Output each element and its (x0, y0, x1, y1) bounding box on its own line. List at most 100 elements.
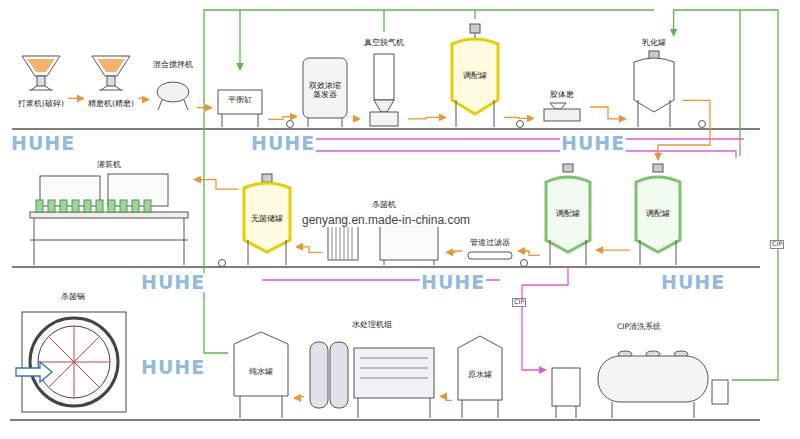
crusher-funnel (31, 86, 37, 90)
blending-tank (452, 39, 498, 114)
deaerator (374, 54, 394, 100)
crusher-funnel (27, 59, 55, 72)
equipment-label: 精磨机(精磨) (87, 99, 135, 108)
blending-tank (676, 240, 677, 265)
equipment-label: 真空脱气机 (363, 38, 405, 47)
ground-line (12, 128, 760, 130)
blending-tank (640, 240, 641, 265)
refiner-funnel (92, 56, 130, 90)
pipe-filter: 管道过滤器 (462, 236, 518, 266)
water-treatment-unit (310, 342, 328, 408)
flow-pipe (68, 98, 84, 99)
blending-tank: 调配罐 (630, 160, 686, 266)
filling-machine (184, 218, 185, 265)
refiner-funnel: 精磨机(精磨) (84, 52, 138, 110)
retort: 杀菌锅 (14, 290, 132, 422)
water-treatment-unit (430, 398, 431, 418)
balance-tank (222, 114, 223, 127)
colloid-mill (544, 109, 580, 121)
retort (16, 312, 126, 412)
blending-tank (546, 164, 590, 265)
mixing-drum (158, 100, 162, 110)
filling-machine (120, 200, 127, 212)
equipment-label: 无菌储罐 (250, 214, 284, 223)
filling-machine (84, 200, 91, 212)
aseptic-tank: 无菌储罐 (238, 170, 296, 266)
flow-pipe (296, 247, 322, 253)
raw-water-tank (458, 336, 502, 400)
watermark: HUHE (140, 358, 206, 377)
watermark: HUHE (660, 273, 726, 292)
mixing-drum (157, 82, 189, 110)
blending-tank (563, 164, 573, 172)
flow-pipe (294, 396, 304, 398)
flow-pipe (658, 100, 710, 160)
blending-tank (494, 100, 495, 127)
crusher-funnel: 打浆机(破碎) (14, 52, 68, 110)
mixing-drum (157, 82, 189, 102)
blending-tank: 调配罐 (540, 160, 596, 266)
filling-machine (60, 200, 67, 212)
equipment-label: 双效浓缩 蒸发器 (299, 81, 351, 99)
emulsifying-tank (638, 100, 639, 127)
filling-machine (30, 212, 188, 218)
flow-pipe (268, 117, 297, 120)
refiner-funnel (115, 86, 121, 90)
cip-tag: CIP (512, 298, 526, 307)
filling-machine (34, 218, 35, 265)
blending-tank (470, 24, 480, 33)
aseptic-tank (244, 183, 290, 252)
cip-system (612, 402, 613, 418)
flow-pipe (504, 117, 534, 118)
water-treatment-unit (330, 342, 348, 408)
emulsifying-tank (634, 51, 674, 127)
equipment-label: 调配罐 (462, 71, 488, 80)
deaerator (370, 54, 398, 126)
balance-tank (258, 114, 259, 127)
mixing-drum (184, 100, 188, 110)
emulsifying-tank: 乳化罐 (626, 36, 682, 128)
pump-symbol (219, 121, 706, 267)
refiner-funnel (92, 56, 130, 76)
retort (30, 318, 118, 406)
equipment-label: 杀菌机 (371, 200, 397, 209)
cip-system (694, 402, 695, 418)
cip-system (576, 406, 577, 418)
filling-machine (96, 200, 103, 212)
flow-pipe (590, 107, 626, 119)
pure-water-tank (234, 332, 288, 396)
aseptic-tank (262, 174, 272, 182)
equipment-label: 灌装机 (96, 160, 122, 169)
filling-machine: 灌装机 (24, 158, 194, 266)
filling-machine (108, 200, 115, 212)
blending-tank (456, 100, 457, 127)
pure-water-tank (234, 332, 288, 418)
equipment-label: 纯水罐 (248, 367, 274, 376)
balance-tank (218, 90, 262, 114)
equipment-label: 杀菌锅 (60, 292, 86, 301)
pipe-line (383, 10, 384, 32)
cip-tag: CIP (770, 240, 784, 249)
balance-tank (218, 90, 262, 127)
flow-pipe (353, 119, 360, 121)
water-treatment-unit (310, 342, 434, 418)
evaporator-tank (342, 118, 343, 127)
raw-water-tank: 原水罐 (452, 330, 508, 418)
cip-system (712, 380, 728, 404)
watermark: HUHE (140, 273, 206, 292)
sterilizer (434, 260, 435, 265)
refiner-funnel (99, 90, 123, 91)
pump-symbol (517, 121, 524, 128)
water-treatment-unit (360, 358, 428, 378)
crusher-funnel (22, 56, 60, 90)
pipe-line (272, 138, 744, 139)
evaporator-tank: 双效浓缩 蒸发器 (297, 52, 353, 128)
pipe-line (240, 10, 744, 280)
pure-water-tank (282, 396, 283, 418)
equipment-label: 平衡缸 (227, 95, 253, 104)
filling-machine (72, 200, 79, 212)
equipment-label: 原水罐 (467, 370, 493, 379)
crusher-funnel (29, 90, 53, 91)
cip-system: CIP清洗系统 (546, 320, 732, 420)
